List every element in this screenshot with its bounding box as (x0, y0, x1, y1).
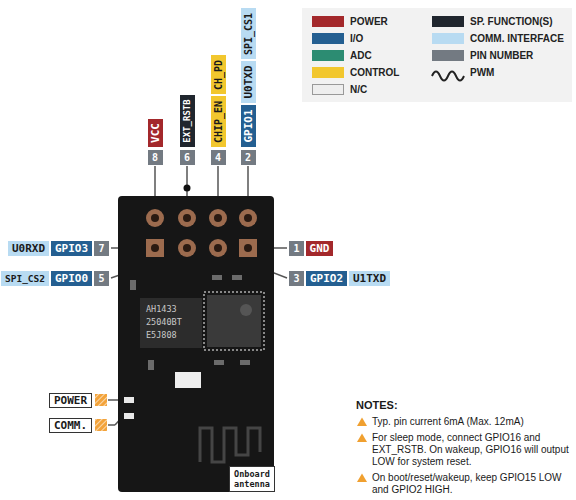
pin-text: SPI_CS1 (241, 12, 256, 54)
pin-function-label: GPIO3 (51, 241, 92, 256)
pin-function-label: U0TXD (241, 61, 256, 103)
pin-text: 7 (98, 241, 104, 256)
pin-text: CHIP_EN (211, 100, 226, 142)
pcb-board (118, 196, 274, 492)
pin-text: POWER (54, 393, 87, 408)
pin-text: GPIO0 (55, 271, 88, 286)
pin-function-label: SPI_CS1 (241, 8, 256, 59)
pin-function-label: VCC (148, 119, 163, 147)
note: On boot/reset/wakeup, keep GPIO15 LOW an… (372, 472, 570, 496)
legend-panel (302, 8, 572, 102)
pin-text: 6 (184, 150, 190, 165)
pin-text: GPIO1 (241, 109, 256, 142)
warning-icon (357, 434, 367, 443)
pin-text: 8 (152, 150, 158, 165)
antenna-trace (200, 428, 260, 462)
legend-text: PWM (470, 67, 494, 78)
pin-function-label: U0RXD (8, 241, 49, 256)
chip-logo (240, 304, 252, 316)
pin-number-box: 5 (94, 271, 109, 286)
pin-text: CH_PD (211, 59, 226, 89)
led-icon (95, 419, 107, 431)
legend-swatch (432, 16, 464, 27)
smd-parts (130, 275, 250, 370)
warning-icon (357, 418, 367, 427)
legend-text: COMM. INTERFACE (470, 33, 564, 44)
led-name-box: POWER (49, 393, 92, 408)
legend-text: ADC (350, 50, 372, 61)
pin-text: U0TXD (241, 65, 256, 98)
pin-function-label: EXT_RSTB (180, 95, 195, 147)
pin-number-box: 3 (289, 271, 304, 286)
pin-text: 5 (98, 271, 104, 286)
pin-function-label: GPIO0 (51, 271, 92, 286)
pin-function-label: SPI_CS2 (1, 271, 49, 286)
pin-number-box: 2 (241, 150, 256, 165)
legend-swatch (432, 50, 464, 61)
note: Typ. pin current 6mA (Max. 12mA) (372, 416, 570, 428)
esp-chip-pins (204, 292, 264, 350)
pwm-symbol (432, 72, 464, 81)
pin-pads (146, 209, 257, 257)
pin-text: EXT_RSTB (180, 99, 195, 142)
pin-number-box: 4 (211, 150, 226, 165)
pin-function-label: CHIP_EN (211, 96, 226, 147)
pin-text: GPIO3 (55, 241, 88, 256)
pin-number-box: 6 (180, 150, 195, 165)
pin-marker-dot (184, 185, 191, 192)
warning-icons (357, 418, 367, 483)
pin-text: VCC (148, 123, 163, 143)
legend-text: I/O (350, 33, 363, 44)
chip-marking: AH1433 (146, 304, 177, 315)
pin-text: 2 (245, 150, 251, 165)
legend-swatch (312, 33, 344, 44)
pin-text: 1 (293, 241, 299, 256)
pin-number-box: 1 (289, 241, 304, 256)
pin-text: 4 (215, 150, 221, 165)
pin-function-label: GPIO1 (241, 105, 256, 147)
legend-text: PIN NUMBER (470, 50, 533, 61)
notes-heading: NOTES: (356, 399, 398, 412)
chip-marking: E5J808 (146, 330, 177, 341)
warning-icon (357, 474, 367, 483)
antenna-callout: Onboard antenna (229, 466, 275, 492)
pin-function-label: GND (306, 241, 333, 256)
crystal (175, 372, 201, 388)
flash-chip (140, 298, 202, 348)
esp-chip (207, 295, 261, 347)
pin-text: U1TXD (353, 271, 386, 286)
pin-text: GPIO2 (310, 271, 343, 286)
pin-function-label: CH_PD (211, 55, 226, 94)
legend-text: N/C (350, 84, 367, 95)
pin-function-label: U1TXD (349, 271, 390, 286)
pin-number-box: 7 (94, 241, 109, 256)
pin-text: 3 (293, 271, 299, 286)
power-led (124, 397, 134, 403)
pin-text: SPI_CS2 (5, 271, 45, 286)
pin-text: COMM. (54, 418, 87, 433)
chip-marking: 25040BT (146, 317, 182, 328)
pin-function-label: GPIO2 (306, 271, 347, 286)
comm-led (124, 413, 134, 419)
legend-swatch (312, 67, 344, 78)
note: For sleep mode, connect GPIO16 and EXT_R… (372, 432, 570, 468)
legend-swatch (312, 50, 344, 61)
pin-text: Onboard antenna (231, 469, 273, 489)
legend-swatch (312, 84, 344, 95)
legend-swatch (312, 16, 344, 27)
pin-text: U0RXD (12, 241, 45, 256)
pin-text: GND (310, 241, 330, 256)
pin-number-box: 8 (148, 150, 163, 165)
legend-text: SP. FUNCTION(S) (470, 16, 553, 27)
legend-swatch (432, 33, 464, 44)
led-name-box: COMM. (49, 418, 92, 433)
led-icon (95, 394, 107, 406)
legend-text: POWER (350, 16, 388, 27)
legend-text: CONTROL (350, 67, 399, 78)
